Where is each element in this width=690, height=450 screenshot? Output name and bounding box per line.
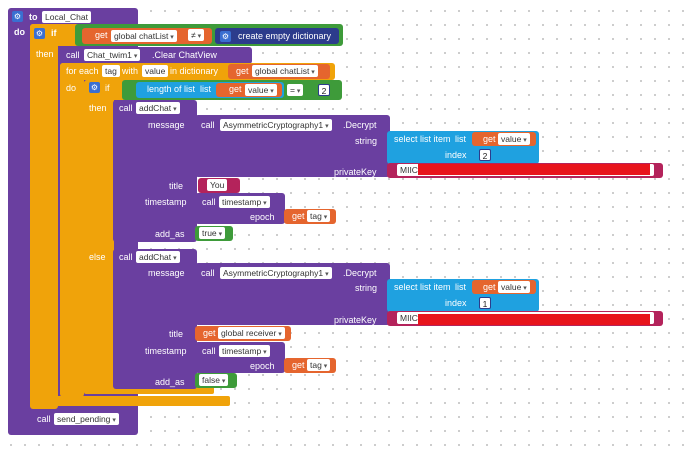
if-outer-if-label: if — [51, 28, 57, 38]
select-list-item-label-else: select list item — [394, 282, 451, 292]
compare-operator-dropdown[interactable]: ≠ — [188, 29, 205, 41]
addchat-then-method[interactable]: addChat — [136, 102, 180, 114]
foreach-tag-variable[interactable]: tag — [102, 65, 120, 77]
timestamp-method-else[interactable]: timestamp — [219, 345, 270, 357]
if-outer-gear-icon[interactable]: ⚙ — [34, 28, 45, 39]
addchat-then-call-label: call — [119, 103, 133, 113]
if-inner-bottom — [84, 386, 214, 394]
create-empty-dictionary-block[interactable] — [215, 28, 339, 44]
if-block-outer[interactable] — [30, 24, 58, 409]
timestamp-method-then[interactable]: timestamp — [219, 196, 270, 208]
foreach-label: for each — [66, 66, 99, 76]
if-block-inner[interactable] — [84, 80, 114, 393]
addchat-else-call-label: call — [119, 252, 133, 262]
chat-twim1-component-dropdown[interactable]: Chat_twim1 — [84, 49, 141, 61]
if-block-outer-bottom — [30, 396, 230, 406]
redaction-mark-else — [418, 314, 650, 325]
decrypt-method-label-else: .Decrypt — [343, 268, 377, 278]
decrypt-then-string-label: string — [355, 136, 378, 146]
get-value-dropdown[interactable]: value — [245, 84, 277, 96]
global-chatlist-dropdown[interactable]: global chatList — [111, 30, 177, 42]
addchat-call-block-else[interactable] — [113, 249, 197, 389]
create-dictionary-gear-icon[interactable]: ⚙ — [220, 31, 231, 42]
foreach-with-label: with — [122, 66, 139, 76]
clear-call-label: call — [66, 50, 80, 60]
get-tag-dropdown-then[interactable]: tag — [307, 210, 331, 222]
addchat-then-message-label: message — [148, 120, 185, 130]
timestamp-else-epoch-label: epoch — [250, 361, 275, 371]
get-value-get-label-else: get — [483, 282, 496, 292]
foreach-dictionary-dropdown[interactable]: global chatList — [252, 65, 318, 77]
addchat-else-method[interactable]: addChat — [136, 251, 180, 263]
select-list-label-then: list — [455, 134, 466, 144]
foreach-value-variable[interactable]: value — [142, 65, 169, 77]
number-two-block[interactable]: 2 — [318, 84, 330, 96]
get-chatlist-get-label: get — [95, 30, 108, 40]
foreach-get-label: get — [236, 66, 249, 76]
title-text-value-then[interactable]: You — [207, 179, 228, 191]
get-value-dropdown-then[interactable]: value — [498, 133, 530, 145]
foreach-body-left — [60, 63, 84, 397]
decrypt-then-privatekey-label: privateKey — [334, 167, 377, 177]
decrypt-else-call-label: call — [201, 268, 215, 278]
addchat-else-message-label: message — [148, 268, 185, 278]
inner-do-label: do — [66, 83, 77, 93]
asymmetric-cryptography-dropdown-then[interactable]: AsymmetricCryptography1 — [220, 119, 332, 131]
procedure-gear-icon[interactable]: ⚙ — [12, 11, 23, 22]
get-value-get-label: get — [229, 84, 242, 94]
select-list-item-label-then: select list item — [394, 134, 451, 144]
foreach-in-dictionary-label: in dictionary — [170, 66, 219, 76]
true-dropdown[interactable]: true — [199, 227, 226, 239]
get-value-get-label-then: get — [483, 134, 496, 144]
decrypt-method-label-then: .Decrypt — [343, 120, 377, 130]
procedure-do-label: do — [14, 27, 25, 37]
procedure-name-field[interactable]: Local_Chat — [42, 11, 92, 23]
decrypt-else-string-label: string — [355, 283, 378, 293]
if-inner-gear-icon[interactable]: ⚙ — [89, 82, 100, 93]
length-list-socket-label: list — [200, 84, 211, 94]
get-tag-dropdown-else[interactable]: tag — [307, 359, 331, 371]
timestamp-then-call-label: call — [202, 197, 216, 207]
addchat-then-timestamp-label: timestamp — [145, 197, 187, 207]
timestamp-then-epoch-label: epoch — [250, 212, 275, 222]
asymmetric-cryptography-dropdown-else[interactable]: AsymmetricCryptography1 — [220, 267, 332, 279]
equals-operator-dropdown[interactable]: = — [287, 84, 304, 96]
addchat-call-block-then[interactable] — [113, 100, 197, 242]
addchat-else-addas-label: add_as — [155, 377, 185, 387]
false-dropdown[interactable]: false — [199, 374, 229, 386]
select-index-label-else: index — [445, 298, 467, 308]
timestamp-else-call-label: call — [202, 346, 216, 356]
decrypt-else-privatekey-label: privateKey — [334, 315, 377, 325]
get-value-dropdown-else[interactable]: value — [498, 281, 530, 293]
send-pending-method[interactable]: send_pending — [54, 413, 119, 425]
if-inner-then-label: then — [89, 103, 107, 113]
select-index-label-then: index — [445, 150, 467, 160]
create-empty-dictionary-label: create empty dictionary — [238, 31, 332, 41]
addchat-then-title-label: title — [169, 181, 184, 191]
addchat-else-timestamp-label: timestamp — [145, 346, 187, 356]
if-inner-if-label: if — [105, 83, 110, 93]
redaction-mark-then — [418, 164, 650, 175]
select-list-label-else: list — [455, 282, 466, 292]
index-number-block-else[interactable]: 1 — [479, 297, 491, 309]
get-tag-get-label-else: get — [292, 360, 305, 370]
global-receiver-dropdown[interactable]: global receiver — [218, 327, 285, 339]
addchat-else-title-label: title — [169, 329, 184, 339]
if-inner-else-label: else — [89, 252, 106, 262]
clear-chatview-method-label: .Clear ChatView — [152, 50, 217, 60]
get-receiver-get-label: get — [203, 328, 216, 338]
decrypt-then-call-label: call — [201, 120, 215, 130]
procedure-to-label: to — [29, 12, 38, 22]
get-tag-get-label-then: get — [292, 211, 305, 221]
addchat-then-addas-label: add_as — [155, 229, 185, 239]
length-of-list-label: length of list — [147, 84, 196, 94]
send-pending-call-label: call — [37, 414, 51, 424]
index-number-block-then[interactable]: 2 — [479, 149, 491, 161]
if-outer-then-label: then — [36, 49, 54, 59]
